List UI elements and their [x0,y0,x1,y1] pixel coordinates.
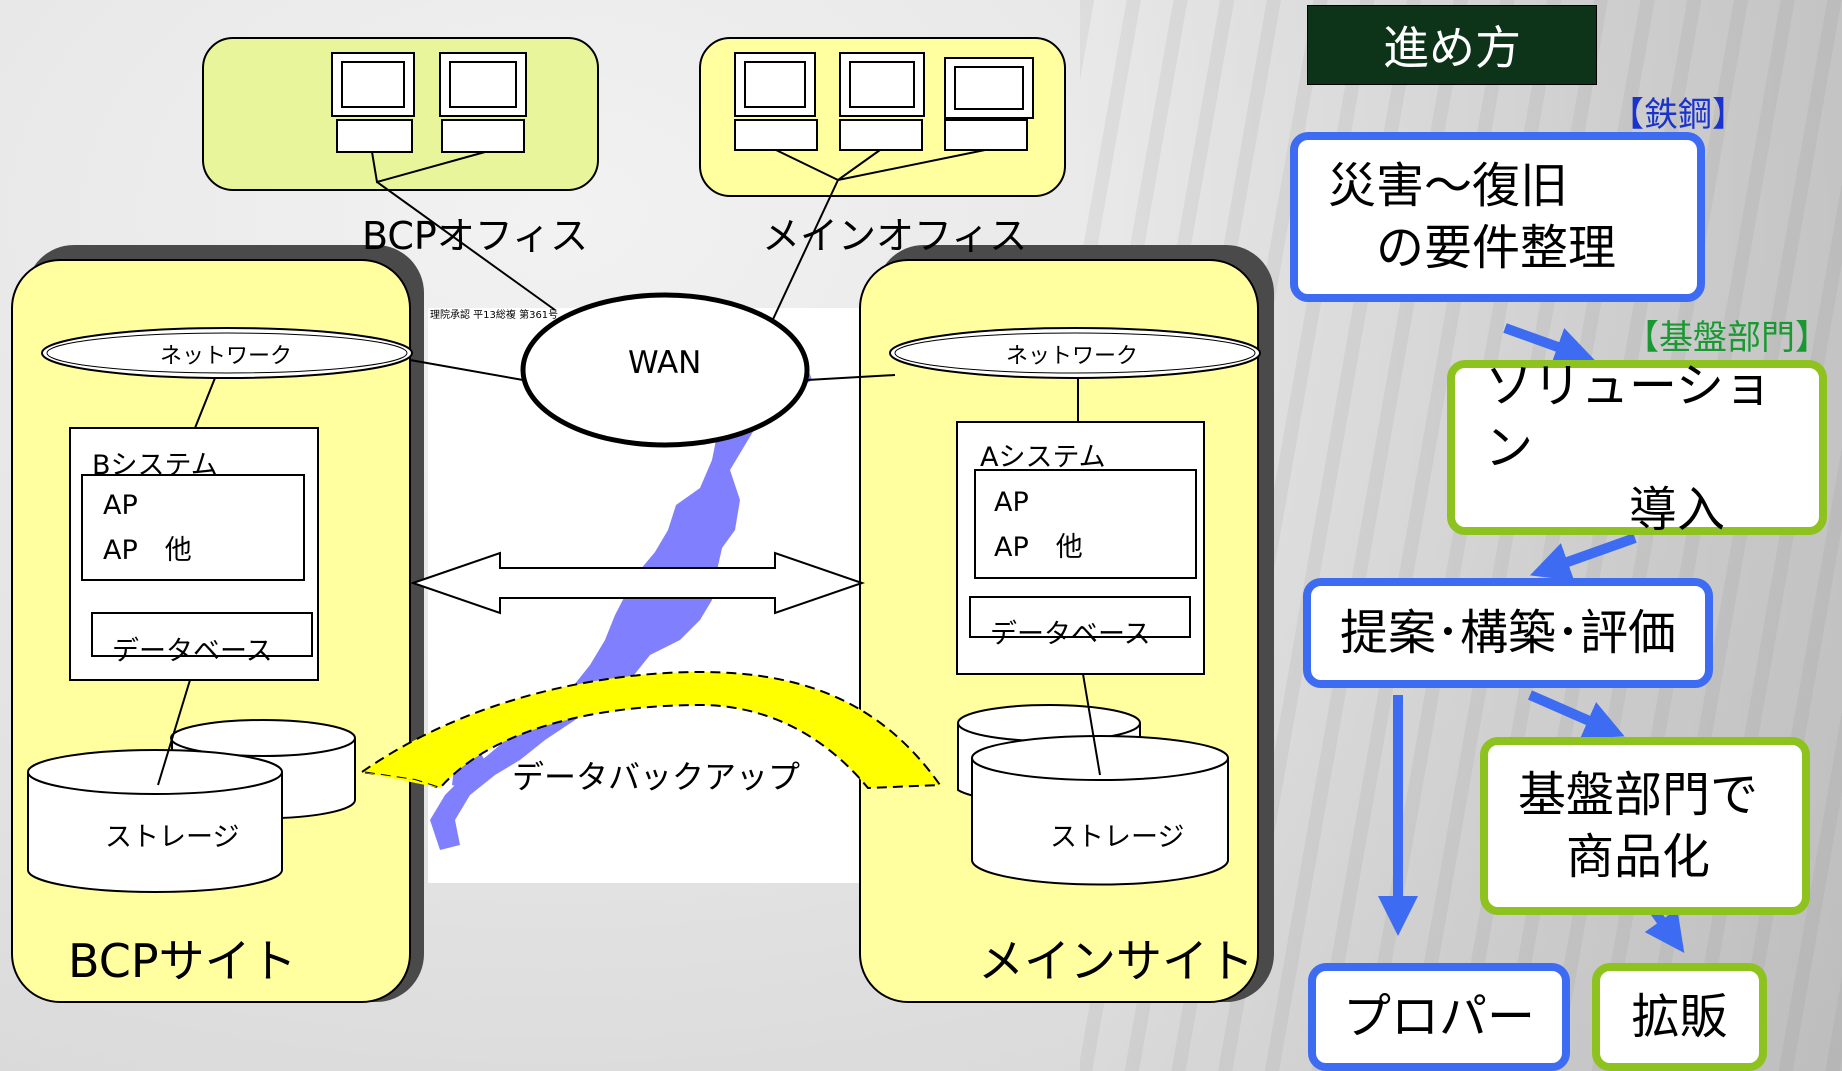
bcp-network-ellipse-inner [46,332,408,374]
map-note: 理院承認 平13総複 第361号 [430,308,558,321]
main-site-label: メインサイト [978,934,1254,988]
step-solution: ソリューション 導入 [1447,358,1827,538]
step-productize: 基盤部門で 商品化 [1480,737,1810,915]
arrow-2 [1529,533,1637,581]
step-expand: 拡販 [1592,963,1767,1071]
b-database-label: データベース [112,636,273,667]
main-storage-cylinders [957,704,1229,886]
office-lines [371,149,986,331]
a-storage-label: ストレージ [1050,822,1185,853]
b-ap-label: AP [103,490,138,521]
bcp-site-label: BCPサイト [68,934,297,988]
a-ap-box [974,469,1197,579]
computer-icon [331,52,527,153]
bcp-office-label: BCPオフィス [362,214,589,258]
backup-arc [359,670,942,790]
japan-map [430,330,812,850]
a-ap-label: AP [994,487,1029,518]
bcp-network-label: ネットワーク [160,344,293,369]
main-office-label: メインオフィス [762,214,1028,258]
a-database-label: データベース [990,619,1151,650]
arrow-1 [1503,323,1596,366]
computer-icon [734,52,1034,151]
backup-label: データバックアップ [512,758,801,796]
b-ap-box [81,474,305,581]
wan-ellipse [520,292,810,448]
process-title: 進め方 [1307,5,1597,85]
tag-infra: 【基盤部門】 [1625,318,1829,358]
wan-label: WAN [628,345,702,381]
b-ap-other-label: AP 他 [103,535,192,566]
a-system-label: Aシステム [980,442,1106,473]
step-requirements: 災害～復旧 の要件整理 [1290,132,1705,302]
bcp-storage-cylinders [27,719,356,893]
a-db-box [969,596,1191,638]
b-system-label: Bシステム [92,450,218,481]
main-network-ellipse-inner [894,332,1256,374]
sync-double-arrow [409,551,866,615]
main-network-label: ネットワーク [1006,344,1139,369]
tag-steel: 【鉄鋼】 [1610,95,1746,135]
step-proper: プロパー [1308,963,1570,1071]
b-storage-label: ストレージ [105,822,240,853]
step-proposal: 提案･構築･評価 [1303,578,1713,688]
a-ap-other-label: AP 他 [994,532,1083,563]
bcp-network-ellipse [41,327,413,379]
arrow-3 [1527,690,1625,739]
main-network-ellipse [889,327,1261,379]
b-db-box [91,612,313,657]
